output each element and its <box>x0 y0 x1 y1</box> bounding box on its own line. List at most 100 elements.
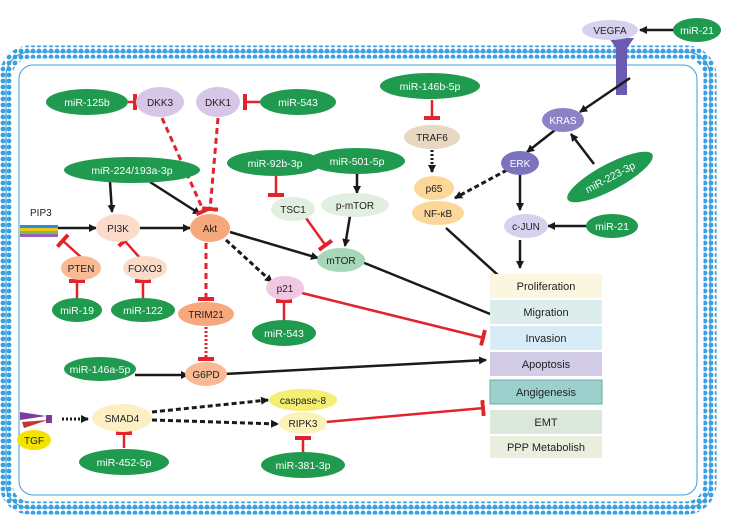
node-erk-label: ERK <box>510 159 531 170</box>
node-pi3k-label: PI3K <box>107 224 129 235</box>
arrow-akt-mtor <box>229 230 319 260</box>
mirna-m224-label: miR-224/193a-3p <box>91 165 172 177</box>
inhibition-lines <box>55 94 487 455</box>
node-ripk3 <box>279 412 327 434</box>
arrow-mir224-akt <box>149 180 201 216</box>
pip3-receptor-icon <box>20 225 58 237</box>
protein-nodes: VEGFA KRAS ERK c-JUN DKK3 DKK1 TRAF6 p65… <box>17 20 638 450</box>
mirna-m122-label: miR-122 <box>123 305 163 317</box>
arrow-mir224-pi3k <box>107 181 116 213</box>
mirna-m452 <box>79 449 169 475</box>
node-ripk3-label: RIPK3 <box>289 419 318 430</box>
arrow-kras-erk <box>526 129 556 153</box>
vegf-receptor-icon <box>609 38 634 95</box>
node-erk <box>501 151 539 175</box>
outcome-apoptosis-label: Apoptosis <box>522 359 571 371</box>
mirna-m146a-label: miR-146a-5p <box>70 364 131 376</box>
node-pten <box>61 256 101 280</box>
mirna-m19 <box>52 298 102 322</box>
indirect-arrows <box>151 168 508 428</box>
node-foxo3 <box>123 256 167 280</box>
node-caspase8-label: caspase-8 <box>280 396 327 407</box>
node-pi3k <box>96 214 140 242</box>
outcome-angiogenesis-label: Angigenesis <box>516 387 576 399</box>
mirna-m125b <box>46 89 128 115</box>
node-mtor <box>317 248 365 272</box>
outcome-migration <box>490 300 602 324</box>
mirna-m223 <box>567 151 653 203</box>
arrow-smad4-ripk3 <box>151 418 279 428</box>
node-nfkb-label: NF-κB <box>424 209 453 220</box>
node-akt <box>190 214 230 242</box>
outcome-panel: Proliferation Migration Invasion Apoptos… <box>489 274 603 458</box>
mirna-m21-top <box>673 18 721 42</box>
inhibit-foxo3-pi3k <box>117 233 141 259</box>
outcome-invasion <box>490 326 602 350</box>
outcome-apoptosis <box>490 352 602 376</box>
mirna-m146b-label: miR-146b-5p <box>400 81 461 93</box>
arrow-g6pd-apoptosis <box>223 356 487 376</box>
arrow-smad4-caspase8 <box>151 396 269 414</box>
node-pmtor-label: p-mTOR <box>336 201 374 212</box>
mirna-m122 <box>111 298 175 322</box>
mirna-m543-bot-label: miR-543 <box>264 328 304 340</box>
node-caspase8 <box>269 389 337 411</box>
inhibit-p21-invasion <box>301 291 487 347</box>
node-trim21-label: TRIM21 <box>188 310 224 321</box>
node-pten-label: PTEN <box>68 264 95 275</box>
node-p21-label: p21 <box>277 284 294 295</box>
arrow-mtor-outcomes <box>361 260 501 320</box>
node-traf6-label: TRAF6 <box>416 133 448 144</box>
node-vegfa <box>582 20 638 40</box>
node-dkk3-label: DKK3 <box>147 98 174 109</box>
node-akt-label: Akt <box>203 224 218 235</box>
node-p65-label: p65 <box>426 184 443 195</box>
node-dkk3 <box>136 87 184 117</box>
inhibit-tsc1-mtor <box>304 217 334 252</box>
arrow-pmtor-mtor <box>342 215 352 247</box>
node-nfkb <box>412 201 464 225</box>
node-g6pd <box>185 362 227 386</box>
mirna-m146a <box>64 357 136 381</box>
node-pmtor <box>321 193 389 217</box>
node-p65 <box>414 176 454 200</box>
node-traf6 <box>404 125 460 149</box>
outcome-emt <box>490 410 602 434</box>
node-cjun-label: c-JUN <box>512 222 540 233</box>
node-pip3-label: PIP3 <box>30 208 52 219</box>
node-tsc1 <box>271 197 315 221</box>
outcome-invasion-label: Invasion <box>526 333 567 345</box>
node-tsc1-label: TSC1 <box>280 205 306 216</box>
node-kras-label: KRAS <box>549 116 577 127</box>
mirna-m543-bot <box>252 320 316 346</box>
tgf-receptor-icon <box>20 412 52 428</box>
mirna-m92b-label: miR-92b-3p <box>248 158 303 170</box>
outcome-ppp <box>490 436 602 458</box>
mirna-m92b <box>227 150 323 176</box>
node-foxo3-label: FOXO3 <box>128 264 162 275</box>
inhibit-ripk3-emt <box>325 399 486 424</box>
mirna-m224 <box>64 157 200 183</box>
mirna-m125b-label: miR-125b <box>64 97 110 109</box>
mirna-m381-label: miR-381-3p <box>276 460 331 472</box>
node-kras <box>542 108 584 132</box>
mirna-m381 <box>261 452 345 478</box>
mirna-m543-top-label: miR-543 <box>278 97 318 109</box>
inhibit-dkk1-akt <box>201 117 220 212</box>
node-smad4-label: SMAD4 <box>105 414 140 425</box>
node-cjun <box>504 214 548 238</box>
arrow-mir223-kras <box>570 133 595 165</box>
node-vegfa-label: VEGFA <box>593 26 627 37</box>
mirna-m146b <box>380 73 480 99</box>
mirna-m21-mid-label: miR-21 <box>595 221 629 233</box>
node-tgf-label: TGF <box>24 436 44 447</box>
inhibit-pten-pip3 <box>55 233 83 259</box>
cell-membrane <box>0 45 717 515</box>
node-smad4 <box>92 404 152 432</box>
mirna-m452-label: miR-452-5p <box>97 457 152 469</box>
node-tgf <box>17 430 51 450</box>
outcome-ppp-label: PPP Metabolish <box>507 442 585 454</box>
outcome-emt-label: EMT <box>534 417 558 429</box>
mirna-m543-top <box>260 89 336 115</box>
node-trim21 <box>178 302 234 326</box>
